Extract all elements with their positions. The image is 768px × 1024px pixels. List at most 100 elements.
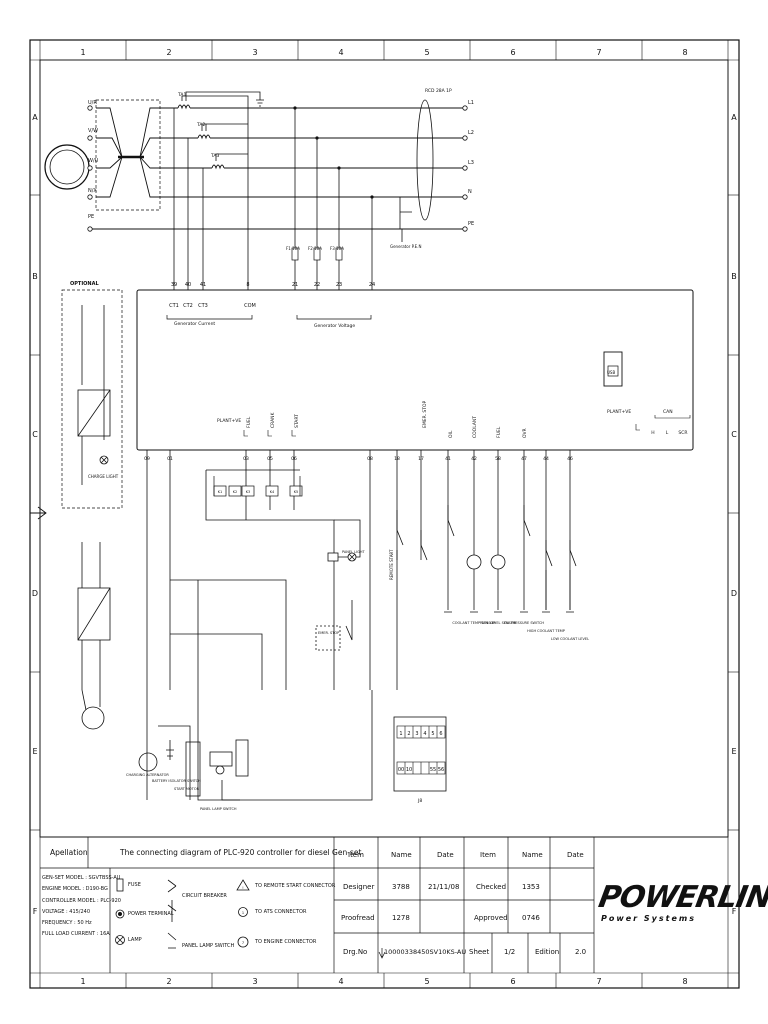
logo-tagline: Power Systems — [601, 914, 696, 923]
grid-col-bottom: 5 — [424, 977, 429, 986]
j8-pin: 6 — [439, 731, 442, 737]
engine-connector-icon — [237, 936, 249, 948]
controller-io-label: FUEL — [496, 426, 502, 438]
grid-row-right: D — [731, 589, 737, 598]
center-mark-icon — [30, 506, 47, 520]
sheet-value: 1/2 — [504, 948, 516, 956]
header-name: Name — [522, 851, 543, 859]
start-motor-label: START MOTOR — [174, 787, 200, 791]
ct-input-label: CT2 — [183, 303, 193, 309]
header-date: Date — [437, 851, 454, 859]
start-motor-icon — [185, 741, 201, 797]
j8-pin: 5 — [431, 731, 434, 737]
grid-col-bottom: 3 — [252, 977, 257, 986]
grid-row-left: E — [32, 747, 37, 756]
svg-text:7: 7 — [242, 941, 244, 945]
panel-lamp-switch-icon — [167, 932, 177, 949]
checked-label: Checked — [476, 883, 507, 891]
switch-contact-icon — [396, 505, 577, 610]
spec-gen-set-model: GEN-SET MODEL : SGVTBSS-AU — [42, 875, 121, 881]
bus-label: N — [468, 189, 472, 195]
usb-label: USB — [607, 370, 615, 375]
can-pin: SCR — [678, 430, 687, 436]
can-label: CAN — [663, 409, 673, 415]
proofread-label: Proofread — [341, 914, 375, 922]
grid-row-right: F — [732, 907, 737, 916]
can-pin: L — [666, 430, 669, 436]
spec-voltage: VOLTAGE : 415/240 — [42, 908, 91, 915]
controller-io-label: FUEL — [246, 416, 252, 428]
grid-col-top: 6 — [510, 48, 515, 57]
terminal-number: 24 — [369, 282, 375, 288]
legend-fuse: FUSE — [128, 882, 141, 888]
bus-label: L1 — [468, 100, 474, 106]
generator-voltage-label: Generator Voltage — [314, 323, 355, 329]
controller-io-label: COOLANT — [472, 416, 478, 438]
j8-pin: 10 — [406, 767, 412, 773]
fuse-label: F1 10A — [286, 246, 300, 251]
designer-label: Designer — [343, 883, 375, 891]
grid-col-bottom: 7 — [596, 977, 601, 986]
ground-icon — [256, 99, 264, 107]
bus-label: PE — [468, 221, 474, 227]
controller-io-label: OVR — [522, 428, 528, 438]
mains-label: N/X — [88, 188, 97, 194]
mains-label: U/R — [88, 100, 97, 106]
ats-connector-icon — [238, 907, 248, 917]
relay-label: K1 — [218, 490, 223, 494]
j8-pin: 55 — [430, 767, 436, 773]
battery-switch-label: BATTERY ISOLATOR SWITCH — [152, 779, 201, 783]
lamp-icon — [115, 935, 125, 945]
optional-module-frame — [61, 289, 123, 509]
grid-col-top: 8 — [682, 48, 687, 57]
j8-label: J8 — [417, 798, 422, 804]
controller-io-label: CRANK — [270, 411, 276, 428]
svg-text:1: 1 — [242, 911, 244, 915]
grid-col-top: 5 — [424, 48, 429, 57]
controller-plc-920 — [136, 289, 694, 451]
edition-label: Edition — [535, 948, 560, 956]
controller-io-label: OIL — [448, 430, 454, 438]
panel-light-label: PANEL LIGHT — [342, 550, 365, 554]
grid-col-bottom: 6 — [510, 977, 515, 986]
power-terminal-icon — [115, 909, 125, 919]
bus-label: L3 — [468, 160, 474, 166]
spec-full-load-current: FULL LOAD CURRENT : 16A — [42, 931, 110, 938]
usb-port-icon — [603, 351, 623, 387]
alternator-terminal-box — [95, 99, 161, 211]
grid-row-left: D — [32, 589, 38, 598]
ct-label: TA1 — [177, 92, 186, 98]
rcd-core — [416, 99, 434, 221]
ct-input-label: COM — [244, 303, 256, 309]
sensor-gauge-icon — [466, 554, 506, 570]
legend-ats: TO ATS CONNECTOR — [255, 909, 307, 915]
fuse-icon — [116, 878, 124, 892]
switch-icon — [167, 900, 177, 922]
mains-label: PE — [88, 214, 94, 220]
relay-label: K2 — [233, 490, 238, 494]
fuse-label: F2 10A — [308, 246, 322, 251]
appellation-value: The connecting diagram of PLC-920 contro… — [120, 848, 362, 857]
grid-row-right: B — [731, 272, 737, 281]
designer-date: 21/11/08 — [428, 883, 460, 891]
relay-label: K5 — [294, 490, 299, 494]
controller-io-label: START — [294, 414, 300, 428]
j8-pin: 3 — [415, 731, 418, 737]
sensor-label: OIL PRESSURE SWITCH — [504, 621, 544, 625]
sensor-label: COOLANT TEMP SENSOR — [452, 621, 496, 625]
legend-power-terminal: POWER TERMINAL — [128, 911, 174, 917]
approved-name: 0746 — [522, 914, 540, 922]
drg-no-label: Drg.No — [343, 948, 368, 956]
grid-col-top: 3 — [252, 48, 257, 57]
terminal-number: 23 — [336, 282, 342, 288]
j8-pin: 00 — [398, 767, 404, 773]
remote-start-label: REMOTE START — [389, 549, 394, 580]
grid-row-left: C — [32, 430, 38, 439]
j8-pin: 4 — [423, 731, 426, 737]
legend-panel-lamp-switch: PANEL LAMP SWITCH — [182, 943, 235, 949]
logo-wordmark: POWERLINK — [595, 880, 768, 915]
legend-lamp: LAMP — [128, 937, 142, 943]
terminal-number: 21 — [292, 282, 298, 288]
grid-col-bottom: 8 — [682, 977, 687, 986]
